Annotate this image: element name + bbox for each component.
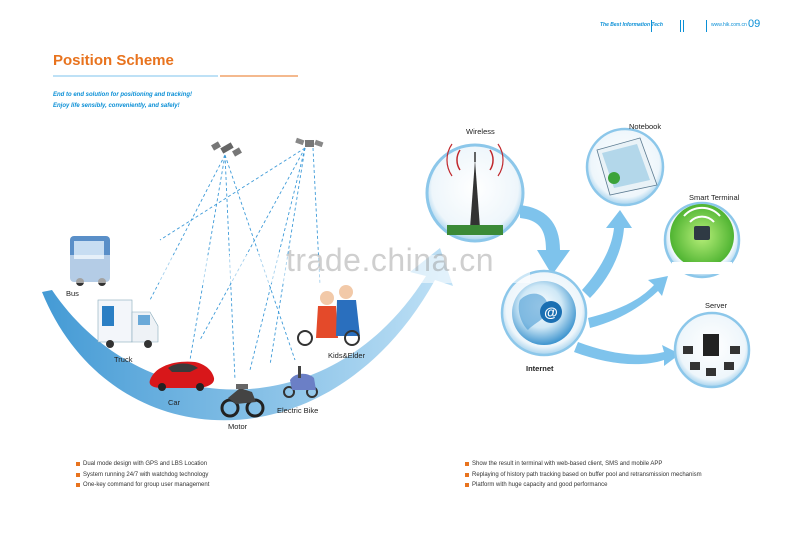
label-car: Car bbox=[168, 398, 181, 407]
electric-bike-icon bbox=[283, 366, 318, 398]
list-item: One-key command for group user managemen… bbox=[76, 482, 209, 488]
label-smart-terminal: Smart Terminal bbox=[689, 193, 740, 202]
label-wireless: Wireless bbox=[466, 127, 495, 136]
wireless-tower-icon bbox=[425, 143, 525, 243]
subtitle-line-1: End to end solution for positioning and … bbox=[53, 92, 192, 98]
watermark-band bbox=[60, 255, 530, 283]
satellite-icon bbox=[295, 137, 324, 148]
kids-icon bbox=[297, 285, 360, 346]
feature-list-right: Show the result in terminal with web-bas… bbox=[465, 461, 702, 493]
sweep-arc bbox=[42, 248, 453, 421]
label-motor: Motor bbox=[228, 422, 248, 431]
label-notebook: Notebook bbox=[629, 122, 662, 131]
label-truck: Truck bbox=[114, 355, 133, 364]
internet-globe-icon: @ bbox=[500, 269, 588, 357]
bullet-icon bbox=[465, 472, 469, 477]
list-item: System running 24/7 with watchdog techno… bbox=[76, 472, 209, 478]
bullet-icon bbox=[76, 462, 80, 466]
list-item: Show the result in terminal with web-bas… bbox=[465, 461, 702, 467]
label-internet: Internet bbox=[526, 364, 554, 373]
car-icon bbox=[149, 361, 215, 391]
truck-icon bbox=[97, 299, 159, 348]
list-item: Platform with huge capacity and good per… bbox=[465, 482, 702, 488]
bullet-icon bbox=[465, 462, 469, 466]
label-kids-elder: Kids&Elder bbox=[328, 351, 366, 360]
header-brand: The Best Information Tech bbox=[600, 22, 663, 28]
label-electric-bike: Electric Bike bbox=[277, 406, 319, 415]
bullet-icon bbox=[76, 483, 80, 487]
bullet-icon bbox=[76, 472, 80, 477]
list-item: Dual mode design with GPS and LBS Locati… bbox=[76, 461, 209, 467]
header-divider bbox=[680, 20, 681, 32]
page-title: Position Scheme bbox=[53, 52, 174, 69]
satellite-icon bbox=[211, 141, 242, 157]
header-url: www.hik.com.cn bbox=[711, 22, 747, 28]
output-arrows bbox=[574, 210, 680, 366]
label-server: Server bbox=[705, 301, 728, 310]
label-bus: Bus bbox=[66, 289, 79, 298]
feature-list-left: Dual mode design with GPS and LBS Locati… bbox=[76, 461, 209, 493]
watermark: trade.china.cn bbox=[286, 242, 495, 278]
link-arrow bbox=[520, 205, 570, 275]
bullet-icon bbox=[465, 483, 469, 487]
header-divider bbox=[651, 20, 652, 32]
page-number: 09 bbox=[748, 18, 761, 30]
svg-text:@: @ bbox=[544, 304, 558, 320]
server-icon bbox=[673, 311, 751, 389]
notebook-icon bbox=[585, 127, 665, 207]
header-divider bbox=[683, 20, 684, 32]
subtitle-line-2: Enjoy life sensibly, conveniently, and s… bbox=[53, 103, 180, 109]
motorcycle-icon bbox=[220, 384, 265, 418]
header-divider bbox=[706, 20, 707, 32]
list-item: Replaying of history path tracking based… bbox=[465, 472, 702, 478]
smart-terminal-icon bbox=[663, 201, 741, 279]
